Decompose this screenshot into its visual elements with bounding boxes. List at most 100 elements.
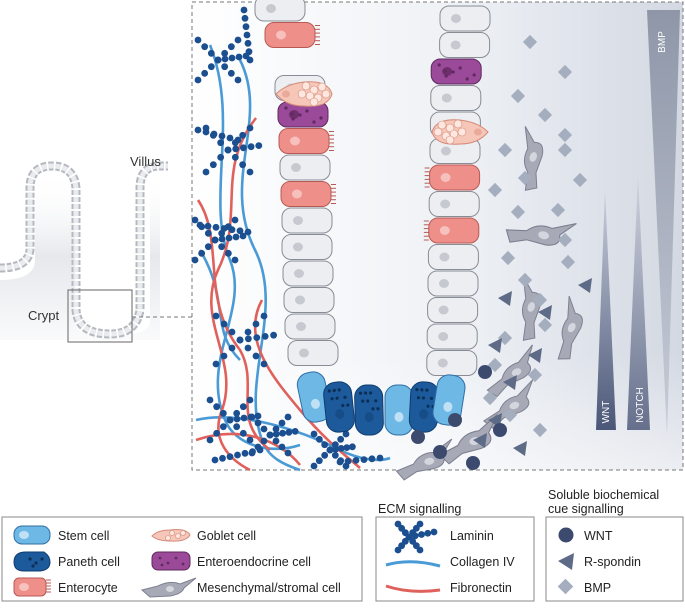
legend-wnt-label: WNT [584, 529, 613, 543]
wnt-ball [411, 430, 425, 444]
epithelial-cell [427, 297, 479, 323]
fibronectin-fibre [210, 117, 258, 472]
bmp-diamond [557, 232, 573, 248]
legend-stromal-label: Mesenchymal/stromal cell [197, 581, 341, 595]
wnt-gradient [596, 190, 616, 430]
legend-enterocyte-label: Enterocyte [58, 581, 118, 595]
legend-laminin-label: Laminin [450, 529, 494, 543]
wnt-gradient-label: WNT [601, 401, 612, 424]
bmp-diamond [497, 142, 513, 158]
laminin-cross [310, 430, 356, 470]
goblet-cell [431, 119, 489, 145]
bmp-diamond [572, 172, 588, 188]
epithelial-cell [254, 0, 306, 22]
crypt-label: Crypt [28, 308, 59, 323]
bmp-diamond [500, 250, 516, 266]
epithelial-cell [281, 207, 333, 234]
signalling-gradients: BMP WNT NOTCH [596, 10, 680, 435]
fibronectin-fibre [195, 432, 302, 466]
enteroendocrine-cell [277, 101, 329, 128]
rspondin-triangle [528, 348, 542, 363]
stromal-cell [557, 295, 583, 360]
wnt-ball [478, 365, 492, 379]
ecm-legend-title: ECM signalling [378, 502, 461, 516]
laminin-chains [191, 6, 384, 470]
wnt-ball [493, 423, 507, 437]
legend-collagen-label: Collagen IV [450, 555, 515, 569]
rspondin-triangle [538, 305, 552, 320]
crypt-zoom-box [67, 289, 133, 343]
wnt-ball [448, 413, 462, 427]
laminin-cross [206, 396, 262, 444]
bmp-diamond [527, 367, 543, 383]
ecm-legend: ECM signalling Laminin Collagen IV Fibro… [375, 502, 535, 602]
legend-bmp-label: BMP [584, 581, 611, 595]
bmp-diamond [502, 407, 518, 423]
legend-paneth-label: Paneth cell [58, 555, 120, 569]
rspondin-triangle [513, 441, 527, 456]
gut-overview: Villus Crypt [0, 154, 192, 343]
enterocyte-cell [424, 164, 481, 191]
bmp-diamond [550, 202, 566, 218]
collagen-fibre [208, 44, 301, 451]
epithelial-cell [284, 313, 336, 340]
stromal-cell-icon [140, 577, 197, 598]
bmp-diamond [487, 357, 503, 373]
bmp-diamond [510, 88, 526, 104]
stem-cell [432, 374, 466, 426]
paneth-cell [354, 384, 384, 436]
bmp-diamond [560, 254, 576, 270]
wnt-ball [433, 445, 447, 459]
bmp-gradient [647, 10, 680, 435]
enterocyte-icon [13, 577, 51, 597]
soluble-legend-title-2: cue signalling [548, 502, 624, 516]
epithelial-cell [279, 154, 331, 181]
epithelial-cell [426, 350, 478, 376]
bmp-diamond [532, 292, 548, 308]
bmp-diamond-icon [557, 578, 574, 595]
enteroendocrine-cell [430, 58, 482, 85]
bmp-diamond [487, 182, 503, 198]
epithelial-cell [428, 191, 480, 217]
bmp-diamond [522, 34, 538, 50]
laminin-cross [194, 36, 250, 84]
legend-rspondin-label: R-spondin [584, 555, 641, 569]
enterocyte-cell [423, 217, 480, 244]
rspondin-icon [558, 553, 574, 570]
rspondin-triangle [578, 278, 592, 293]
legend-fibronectin-label: Fibronectin [450, 581, 512, 595]
laminin-icon [394, 520, 438, 554]
laminin-cross [248, 413, 299, 457]
enterocyte-cell [264, 22, 320, 48]
bmp-diamond [510, 204, 526, 220]
stromal-cell [523, 126, 544, 191]
epithelial-cell [430, 85, 482, 111]
rspondin-triangle [473, 433, 487, 448]
wnt-ball-icon [558, 527, 574, 543]
bmp-gradient-label: BMP [657, 31, 668, 53]
crypt-epithelium [254, 0, 491, 436]
epithelial-cell [427, 270, 479, 297]
epithelial-cell [439, 32, 491, 58]
laminin-cross [202, 124, 263, 176]
soluble-cue-legend: Soluble biochemical cue signalling WNT R… [545, 488, 684, 602]
epithelial-cell [287, 340, 339, 366]
paneth-cell [323, 381, 355, 433]
collagen-fibre [238, 59, 301, 472]
wnt-ball [466, 456, 480, 470]
epithelial-cell [281, 234, 333, 260]
bmp-diamond [557, 127, 573, 143]
enteroendocrine-cell-icon [151, 551, 191, 571]
villus-label: Villus [130, 154, 161, 169]
fibronectin-icon [385, 584, 441, 593]
bmp-diamond [537, 317, 553, 333]
legend-goblet-label: Goblet cell [197, 529, 256, 543]
stromal-cell [486, 344, 533, 398]
stem-cell [384, 384, 414, 436]
fibronectin-fibre [253, 299, 361, 469]
notch-gradient-label: NOTCH [635, 387, 646, 423]
soluble-factors [411, 34, 592, 470]
collagen-icon [385, 560, 441, 568]
rspondin-triangle [503, 375, 517, 390]
